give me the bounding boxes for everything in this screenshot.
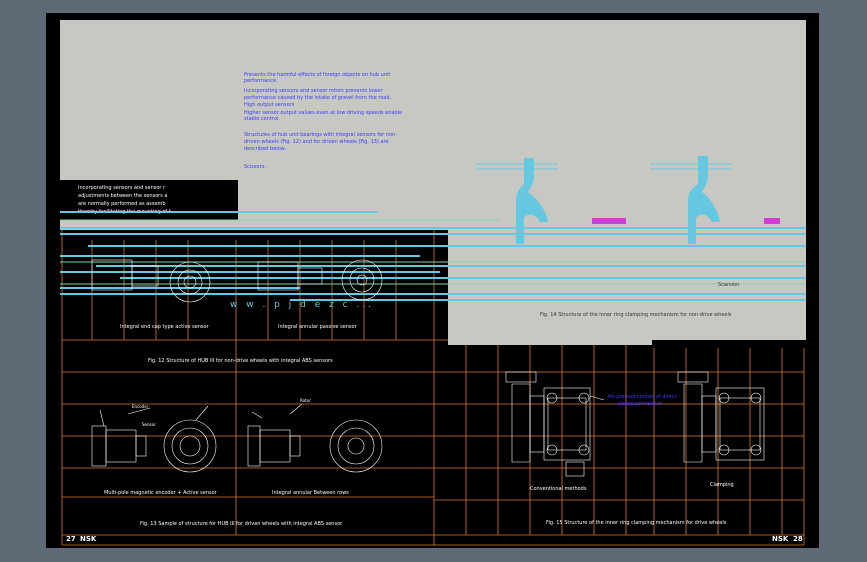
right-page-brand: NSK bbox=[772, 535, 789, 543]
left-page-brand: NSK bbox=[80, 535, 97, 543]
overlay-panel-right bbox=[448, 228, 806, 345]
fig13-callout-sensor: Sensor bbox=[142, 422, 156, 427]
bullet2-title: High output sensors bbox=[244, 102, 295, 108]
fig13-sub-left: Multi-pole magnetic encoder + Active sen… bbox=[104, 490, 217, 496]
right-page-number: 28 bbox=[793, 535, 803, 543]
fig12-caption: Fig. 12 Structure of HUB III for non-dri… bbox=[148, 358, 333, 364]
fig12-sub-right: Integral annular passive sensor bbox=[278, 324, 357, 330]
left-text-background bbox=[60, 180, 238, 220]
fig15-annotation-line: No preload control of direct bbox=[608, 394, 677, 400]
side-text-line: adjustments between the sensors a bbox=[78, 193, 168, 199]
side-text-line: are normally performed as assemb bbox=[78, 201, 166, 207]
structure-text-line: described below. bbox=[244, 146, 286, 152]
bullet1-title: Prevents the harmful effects of foreign … bbox=[244, 72, 391, 84]
structure-text-line: driven wheels (Fig. 12) and for driven w… bbox=[244, 139, 389, 145]
bullet1-body-line: performance caused by the intake of grav… bbox=[244, 95, 392, 101]
bullet1-body-line: Incorporating sensors and sensor rotors … bbox=[244, 88, 383, 94]
fig12-sub-left: Integral end cap type active sensor bbox=[120, 324, 209, 330]
fig15-caption: Fig. 15 Structure of the inner ring clam… bbox=[546, 520, 727, 526]
left-page-number: 27 bbox=[66, 535, 76, 543]
profile-left bbox=[516, 158, 548, 244]
watermark-text: w w . p j d e z c ... bbox=[230, 300, 375, 310]
fig14-caption: Fig. 14 Structure of the inner ring clam… bbox=[540, 312, 732, 318]
fig15-annotation-line: clamp connection bbox=[618, 401, 663, 407]
profile-right bbox=[688, 156, 720, 244]
fig15-sub-left: Conventional methods bbox=[530, 486, 587, 492]
fig13-sub-right: Integral annular Between rows bbox=[272, 490, 349, 496]
fig13-callout-rotor: Rotor bbox=[300, 398, 311, 403]
panel-notch bbox=[652, 340, 808, 348]
fig13-callout-encoder: Encoder bbox=[132, 404, 149, 409]
fig13-caption: Fig. 13 Sample of structure for HUB III … bbox=[140, 521, 343, 527]
side-text-line: Incorporating sensors and sensor r bbox=[78, 185, 166, 191]
structure-text-line: Structures of hub unit bearings with int… bbox=[244, 132, 398, 138]
fig15-sub-right: Clamping bbox=[710, 482, 734, 488]
fig14-sub-right: Scarsion bbox=[718, 282, 740, 288]
bullet2-body: Higher sensor output values even at low … bbox=[244, 110, 403, 122]
panel-footer-text: Scissors. bbox=[244, 164, 266, 170]
